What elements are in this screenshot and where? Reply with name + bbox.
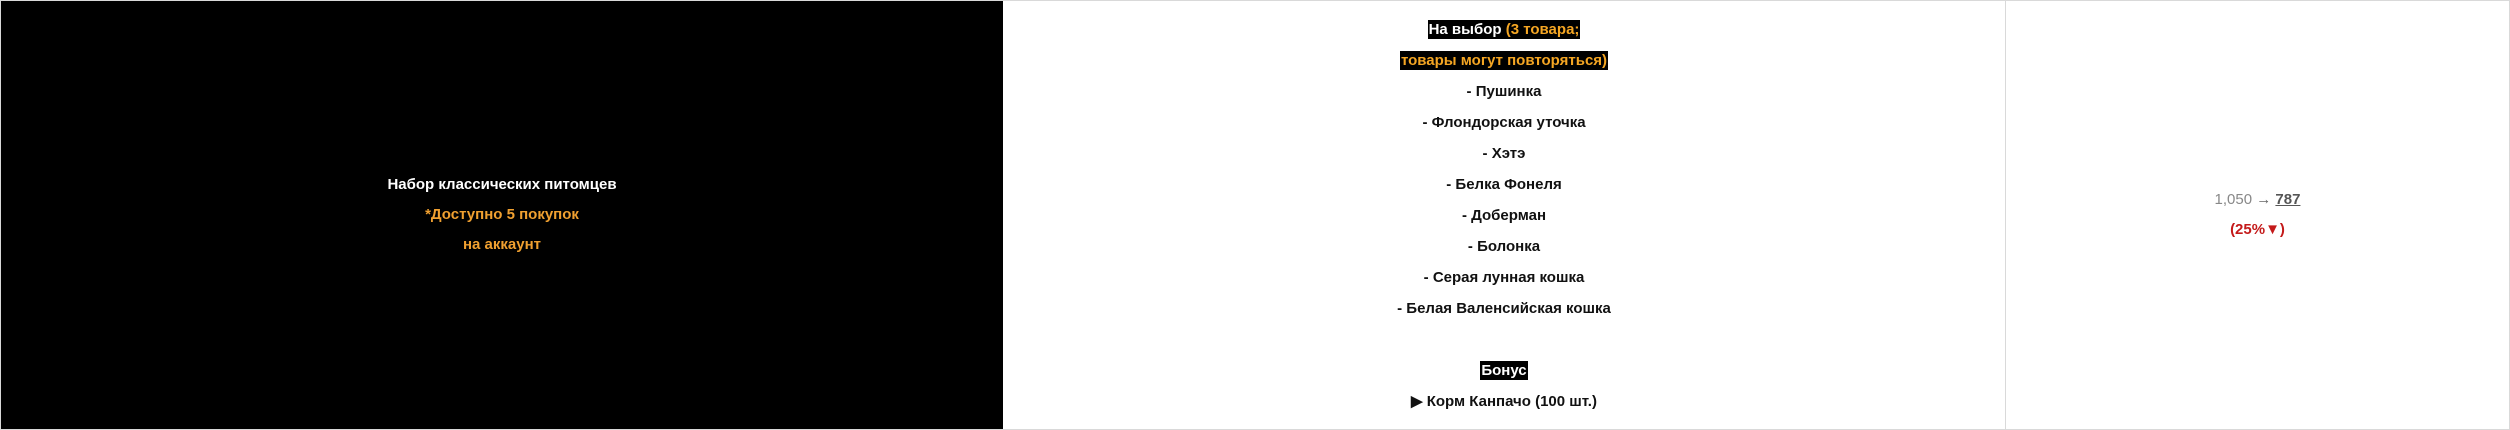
list-item: - Серая лунная кошка bbox=[1423, 268, 1585, 286]
product-title: Набор классических питомцев bbox=[387, 176, 617, 193]
list-item: - Белая Валенсийская кошка bbox=[1397, 299, 1611, 317]
arrow-right-icon: → bbox=[2256, 191, 2272, 208]
list-item: - Хэтэ bbox=[1482, 144, 1526, 162]
choice-badge: На выбор (3 товара; bbox=[1427, 19, 1581, 39]
choice-label: На выбор bbox=[1428, 20, 1502, 38]
purchase-limit-line2: на аккаунт bbox=[462, 236, 541, 253]
bonus-item: ▶ Корм Канпачо (100 шт.) bbox=[1411, 392, 1597, 410]
discount-badge: (25%▼) bbox=[2230, 221, 2285, 238]
choice-note-line1: (3 товара; bbox=[1505, 20, 1580, 38]
list-item: - Белка Фонеля bbox=[1446, 175, 1562, 193]
price-cell: 1,050 → 787 (25%▼) bbox=[2006, 1, 2509, 429]
list-item: - Болонка bbox=[1467, 237, 1541, 255]
choice-note-line2: товары могут повторяться) bbox=[1399, 50, 1609, 70]
spacer bbox=[1397, 324, 1611, 355]
purchase-limit-line1: *Доступно 5 покупок bbox=[425, 206, 579, 223]
new-price: 787 bbox=[2275, 191, 2301, 208]
contents-list: На выбор (3 товара; товары могут повторя… bbox=[1397, 14, 1611, 417]
product-contents-cell: На выбор (3 товара; товары могут повторя… bbox=[1003, 1, 2006, 429]
product-name-cell: Набор классических питомцев *Доступно 5 … bbox=[1, 1, 1003, 429]
old-price: 1,050 bbox=[2214, 191, 2253, 208]
bonus-badge: Бонус bbox=[1480, 360, 1528, 380]
price-line: 1,050 → 787 bbox=[2215, 185, 2301, 215]
list-item: - Флондорская уточка bbox=[1422, 113, 1586, 131]
list-item: - Доберман bbox=[1461, 206, 1547, 224]
list-item: - Пушинка bbox=[1466, 82, 1542, 100]
